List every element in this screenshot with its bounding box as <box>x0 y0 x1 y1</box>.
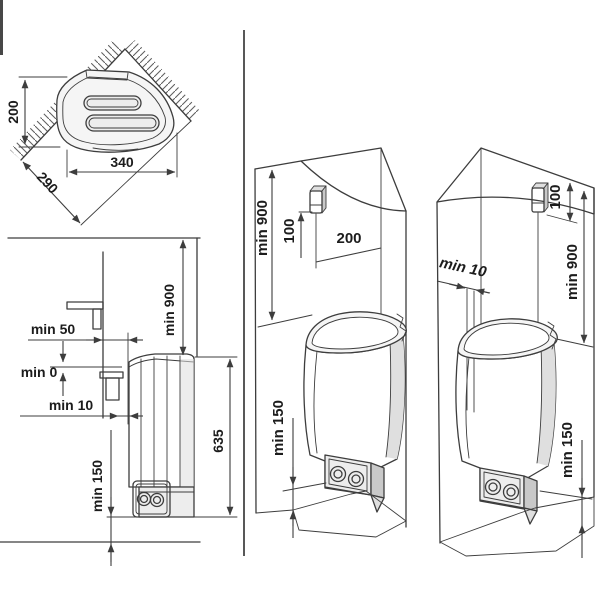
dimension-wall-min10: min 10 <box>20 397 143 420</box>
dim-label-overlap: min 0 <box>21 364 58 380</box>
dim-label-diagonal: 290 <box>34 169 62 197</box>
dim-label-height: 200 <box>5 100 21 124</box>
cable-outlet <box>523 507 538 525</box>
heater-side-view <box>128 353 195 518</box>
dimension-ceiling-min900: min 900 <box>161 239 187 356</box>
dimension-diagonal-290: 290 <box>22 161 81 224</box>
dimension-sensor-200: 200 <box>315 230 382 263</box>
figure-corner-install-view: 100 200 min 900 <box>254 147 407 538</box>
heater-top-view <box>56 69 175 153</box>
heater-3d <box>455 318 558 525</box>
dim-label-floor: min 150 <box>89 460 105 512</box>
control-panel <box>324 454 385 513</box>
dim-label-ceiling: min 900 <box>161 284 177 336</box>
dimension-height-200: 200 <box>5 76 68 148</box>
wall-edge-left <box>436 201 441 544</box>
wall-edge-left <box>254 168 257 514</box>
figure-wall-install-view: 100 min 900 min 10 <box>436 147 595 558</box>
heater-3d <box>303 311 407 513</box>
floor-hatch <box>439 496 595 557</box>
dim-label-floor: min 150 <box>559 422 576 478</box>
dimension-width-340: 340 <box>66 132 178 178</box>
dimension-overlap-min0: min 0 <box>21 341 122 396</box>
control-knob <box>329 465 347 483</box>
floor-hatch <box>292 490 407 538</box>
control-knob <box>347 470 365 488</box>
dim-label-sensor-distance: 200 <box>336 230 361 247</box>
ceiling-hatch <box>300 147 407 212</box>
figure-side-view: min 900 min 50 min 0 min 10 635 <box>0 237 238 566</box>
dim-label-ceiling: min 900 <box>254 200 271 256</box>
heating-element-slot <box>85 114 160 132</box>
dimension-floor-min150: min 150 <box>270 400 327 538</box>
dimension-sensor-100: 100 <box>281 211 313 258</box>
dimension-wall-min10: min 10 <box>436 254 491 296</box>
guard-rail-lower <box>99 371 124 401</box>
dimension-sensor-100: 100 <box>546 182 578 224</box>
dimension-floor-min150: min 150 <box>89 430 115 566</box>
figure-corner-top-view: 200 340 290 <box>5 39 201 226</box>
dim-label-width: 340 <box>110 154 134 170</box>
heating-element-slot <box>83 95 142 111</box>
dim-label-sensor-offset: 100 <box>547 184 564 209</box>
dim-label-bench-gap: min 50 <box>31 321 76 337</box>
sensor-box <box>531 182 549 213</box>
sensor-box <box>309 185 327 214</box>
mounting-bracket <box>547 321 557 350</box>
control-panel <box>132 480 171 518</box>
dim-label-heater-height: 635 <box>210 429 226 453</box>
mounting-bracket <box>396 313 407 342</box>
dimension-heater-height-635: 635 <box>194 356 238 516</box>
dimension-floor-min150: min 150 <box>539 422 593 558</box>
control-panel <box>479 467 538 525</box>
dim-label-sensor-offset: 100 <box>281 218 298 243</box>
cable-outlet <box>370 494 385 513</box>
guard-rail-upper <box>66 301 104 330</box>
dim-label-floor: min 150 <box>270 400 287 456</box>
scan-edge-artifact <box>0 0 3 55</box>
control-knob <box>149 492 165 508</box>
control-knob <box>502 483 520 501</box>
dim-label-wall-gap: min 10 <box>49 397 94 413</box>
dimension-bench-min50: min 50 <box>28 321 143 425</box>
dimension-ceiling-min900: min 900 <box>254 169 313 328</box>
control-knob <box>484 478 502 496</box>
dim-label-ceiling: min 900 <box>564 244 581 300</box>
dimension-ceiling-min900: min 900 <box>551 190 594 348</box>
